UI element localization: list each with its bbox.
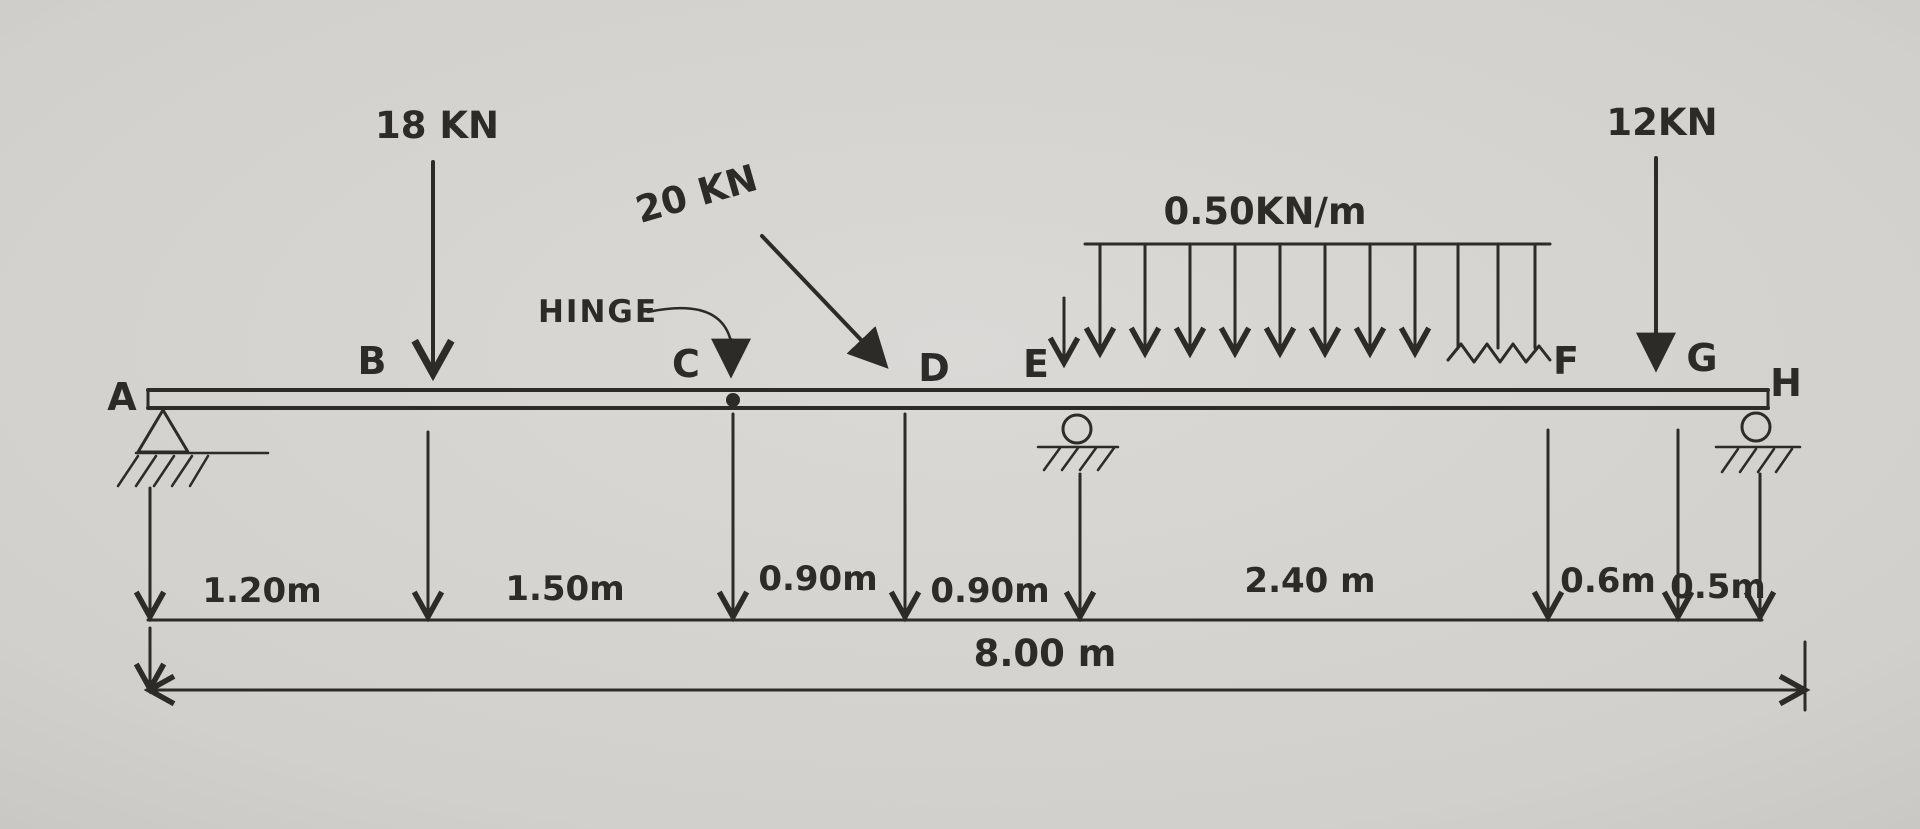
roller-circle xyxy=(1061,413,1093,445)
hatch-line xyxy=(1042,446,1062,472)
overall-dimension: 8.00 m xyxy=(150,626,1805,712)
hatch-line xyxy=(116,454,140,488)
load-b-label: 18 KN xyxy=(375,104,499,147)
dim-total: 8.00 m xyxy=(974,632,1117,675)
point-load-b: 18 KN xyxy=(375,104,499,370)
point-load-g: 12KN xyxy=(1606,101,1718,373)
node-label-h: H xyxy=(1770,361,1802,405)
hatch-line xyxy=(1078,446,1098,472)
hatch-line xyxy=(1738,447,1758,474)
hatch-line xyxy=(1720,447,1740,474)
hatch-line xyxy=(1774,447,1794,474)
hatch-line xyxy=(1756,447,1776,474)
hatch-line xyxy=(152,454,176,488)
hatching-h xyxy=(1720,447,1794,474)
dimension-extension-lines xyxy=(150,412,1760,614)
node-label-a: A xyxy=(107,375,137,419)
dim-fg: 0.6m xyxy=(1560,561,1656,601)
hinge-label: HINGE xyxy=(538,294,658,330)
hinge-c: HINGE xyxy=(538,294,751,407)
roller-circle xyxy=(1740,411,1772,443)
hinge-leader-line xyxy=(646,306,732,340)
dim-bc: 1.50m xyxy=(505,569,624,609)
beam xyxy=(146,388,1770,410)
distributed-load-ef: 0.50KN/m xyxy=(1064,190,1552,364)
hatch-line xyxy=(188,454,210,488)
udl-zigzag xyxy=(1446,342,1552,364)
dim-ab: 1.20m xyxy=(202,571,321,611)
dim-gh: 0.5m xyxy=(1670,567,1766,607)
node-labels: A B C D E F G H xyxy=(107,336,1802,419)
node-label-d: D xyxy=(918,346,950,390)
node-label-e: E xyxy=(1023,342,1049,386)
node-label-b: B xyxy=(358,339,387,383)
dim-de: 0.90m xyxy=(930,571,1049,611)
load-g-label: 12KN xyxy=(1606,101,1717,144)
hatch-line xyxy=(1096,446,1116,472)
dim-ef: 2.40 m xyxy=(1244,561,1375,601)
load-d-arrow xyxy=(760,234,889,369)
hatching-e xyxy=(1042,446,1116,472)
segment-dimensions: 1.20m 1.50m 0.90m 0.90m 2.40 m 0.6m 0.5m xyxy=(146,559,1766,622)
udl-arrows xyxy=(1064,244,1537,360)
hatch-line xyxy=(1060,446,1080,472)
hatch-line xyxy=(170,454,194,488)
dim-cd: 0.90m xyxy=(758,559,877,599)
pin-support-a xyxy=(116,408,270,488)
hatch-line xyxy=(134,454,158,488)
hatching-a xyxy=(116,454,210,488)
hinge-dot xyxy=(726,393,740,407)
node-label-g: G xyxy=(1686,336,1717,380)
roller-support-e xyxy=(1036,413,1120,472)
node-label-c: C xyxy=(672,342,700,386)
udl-label: 0.50KN/m xyxy=(1164,190,1367,233)
node-label-f: F xyxy=(1553,339,1579,383)
roller-support-h xyxy=(1714,411,1802,474)
